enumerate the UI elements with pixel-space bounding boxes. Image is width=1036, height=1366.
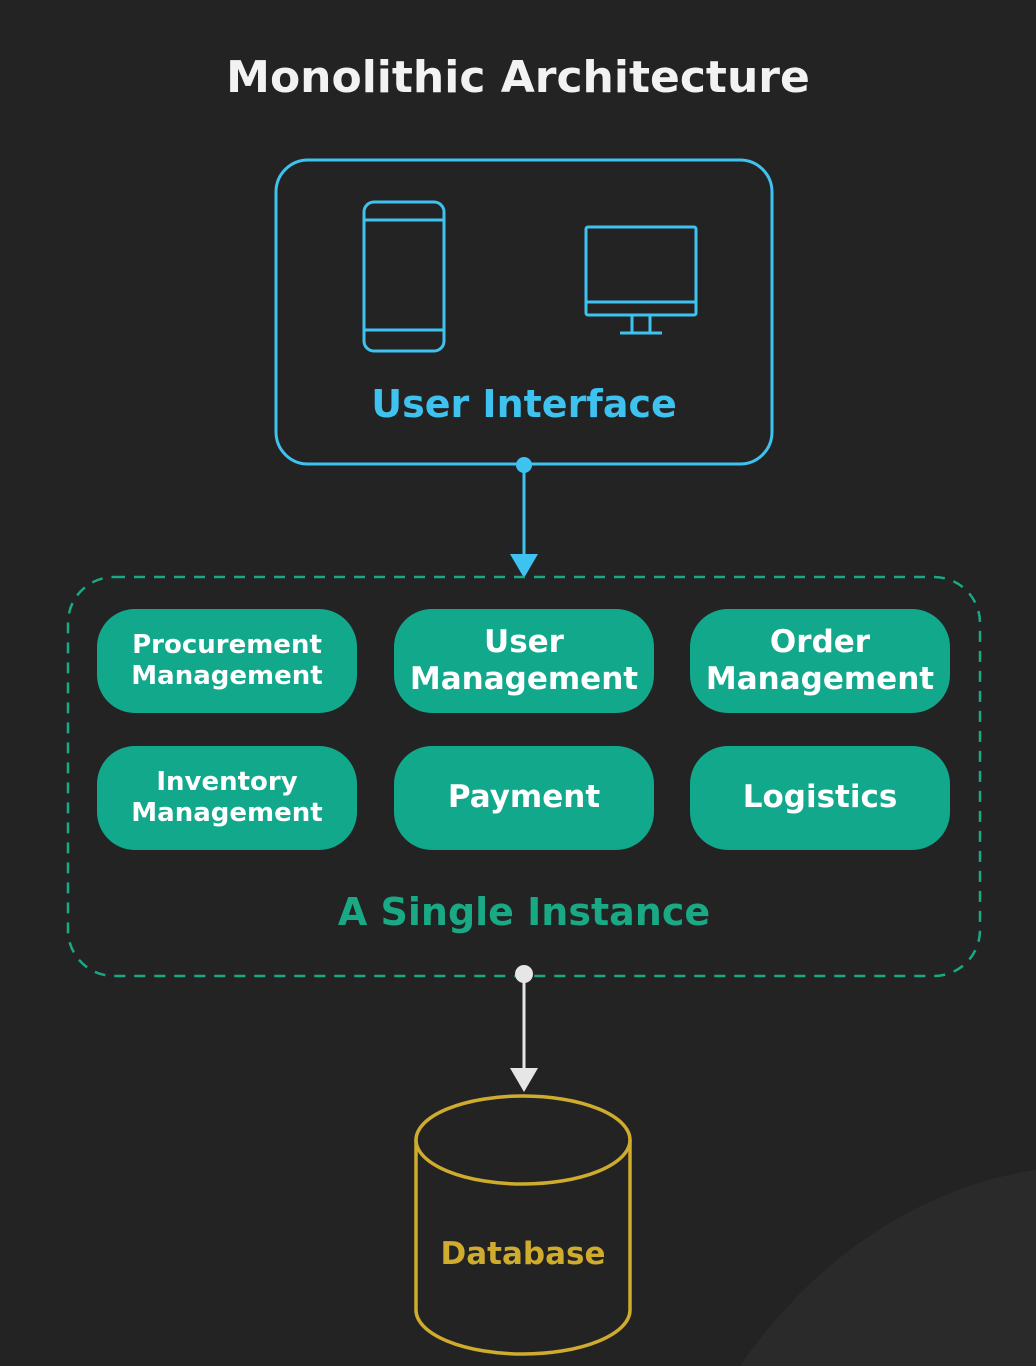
module-payment: Payment: [394, 746, 654, 850]
single-instance-label: A Single Instance: [337, 890, 711, 934]
ui-to-instance-arrow: [510, 457, 538, 578]
page-title: Monolithic Architecture: [226, 52, 810, 103]
desktop-monitor-icon: [584, 225, 698, 335]
instance-to-database-arrow: [510, 965, 538, 1092]
module-inventory-management: Inventory Management: [97, 746, 357, 850]
corner-shade: [740, 1170, 1036, 1366]
database-label: Database: [440, 1236, 606, 1272]
module-order-management: Order Management: [690, 609, 950, 713]
database-cylinder: [414, 1094, 632, 1356]
user-interface-label: User Interface: [371, 382, 677, 426]
module-logistics: Logistics: [690, 746, 950, 850]
module-procurement-management: Procurement Management: [97, 609, 357, 713]
mobile-phone-icon: [362, 200, 446, 353]
module-user-management: User Management: [394, 609, 654, 713]
